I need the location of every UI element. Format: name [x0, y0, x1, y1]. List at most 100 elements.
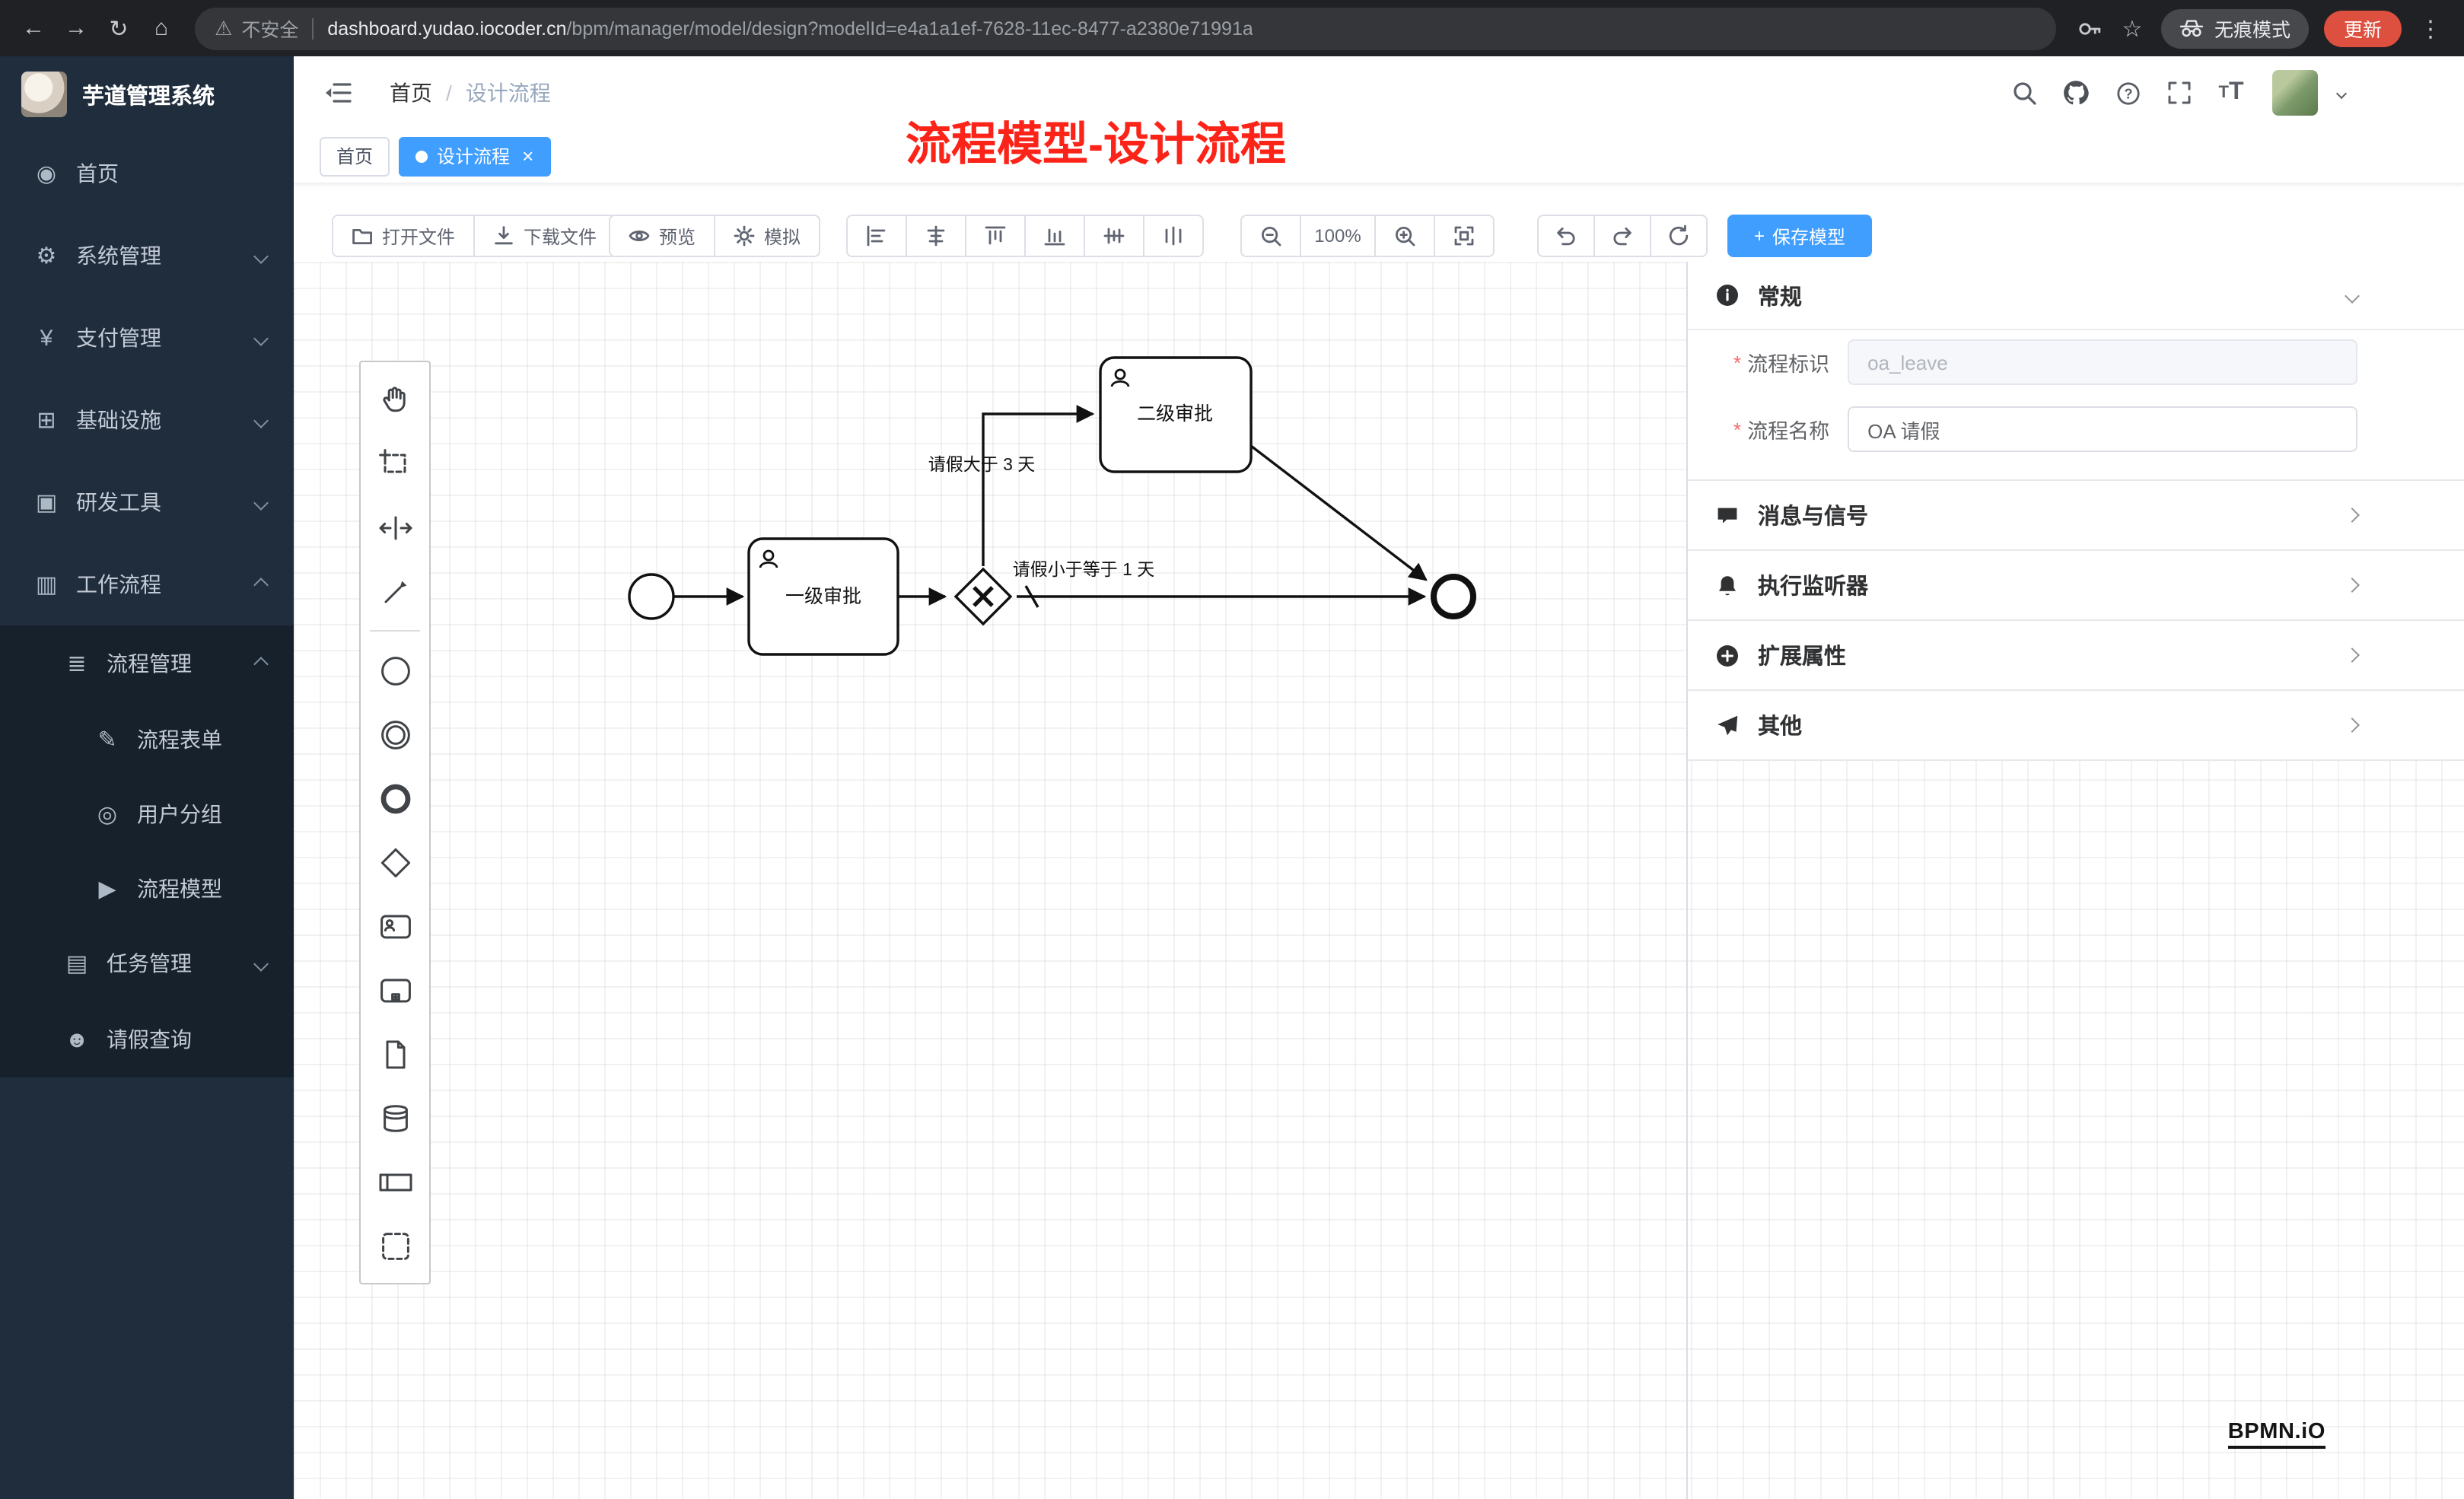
palette-global-connect-tool[interactable] [364, 560, 426, 622]
security-label[interactable]: 不安全 [241, 20, 299, 41]
zoom-fit-button[interactable] [1434, 215, 1495, 257]
open-file-button[interactable]: 打开文件 [332, 215, 476, 257]
open-file-label: 打开文件 [382, 226, 456, 247]
extension-attributes-section-header[interactable]: 扩展属性 [1688, 621, 2464, 689]
fullscreen-icon[interactable] [2157, 70, 2202, 116]
browser-back-icon[interactable]: ← [22, 15, 45, 41]
undo-button[interactable] [1537, 215, 1595, 257]
send-icon: ▶ [98, 876, 116, 902]
sidebar-item-system-management[interactable]: ⚙ 系统管理 [0, 215, 294, 297]
save-model-button[interactable]: + 保存模型 [1727, 215, 1872, 257]
help-icon[interactable]: ? [2105, 70, 2150, 116]
sidebar-item-dev-tools[interactable]: ▣ 研发工具 [0, 461, 294, 543]
general-section-header[interactable]: 常规 [1688, 262, 2464, 330]
sidebar-item-infrastructure[interactable]: ⊞ 基础设施 [0, 379, 294, 461]
browser-menu-dots-icon[interactable]: ⋮ [2419, 16, 2442, 42]
message-signal-section-header[interactable]: 消息与信号 [1688, 481, 2464, 549]
tab-home[interactable]: 首页 [320, 136, 390, 176]
download-icon [495, 226, 513, 245]
sidebar-item-label: 支付管理 [76, 326, 161, 350]
align-middle-button[interactable] [1084, 215, 1144, 257]
other-section-header[interactable]: 其他 [1688, 691, 2464, 759]
task-level1-node[interactable] [747, 537, 899, 656]
zoom-out-button[interactable] [1240, 215, 1301, 257]
password-key-icon[interactable] [2068, 7, 2111, 49]
sidebar-collapse-icon[interactable] [320, 75, 356, 111]
sidebar-item-process-model[interactable]: ▶ 流程模型 [0, 851, 294, 925]
user-task-icon [380, 914, 410, 938]
redo-button[interactable] [1593, 215, 1651, 257]
palette-hand-tool[interactable] [364, 368, 426, 431]
sidebar-item-task-management[interactable]: ▤ 任务管理 [0, 925, 294, 1001]
list-icon: ≣ [67, 651, 87, 677]
browser-home-icon[interactable]: ⌂ [154, 15, 169, 41]
tab-label: 首页 [336, 146, 374, 167]
browser-update-button[interactable]: 更新 [2323, 10, 2402, 46]
palette-data-object[interactable] [364, 1023, 426, 1085]
zoom-level-value: 100% [1314, 225, 1361, 247]
palette-end-event[interactable] [364, 767, 426, 829]
zoom-level-display[interactable]: 100% [1300, 215, 1376, 257]
palette-lasso-tool[interactable] [364, 432, 426, 495]
palette-subprocess[interactable] [364, 959, 426, 1021]
user-avatar[interactable] [2272, 70, 2318, 116]
palette-space-tool[interactable] [364, 496, 426, 559]
flow-gateway-to-task2[interactable] [982, 405, 1095, 566]
workflow-submenu: ≣ 流程管理 ✎ 流程表单 ◎ 用户分组 ▶ 流程模型 ▤ 任务管理 [0, 625, 294, 1077]
tab-close-icon[interactable]: × [522, 145, 534, 167]
align-center-button[interactable] [906, 215, 966, 257]
task-level2-node[interactable] [1099, 356, 1253, 473]
bpmn-io-watermark[interactable]: BPMN.iO [2227, 1420, 2326, 1449]
sidebar-item-process-management[interactable]: ≣ 流程管理 [0, 625, 294, 702]
end-event-node[interactable] [1431, 574, 1476, 619]
sidebar-item-home[interactable]: ◉ 首页 [0, 132, 294, 215]
flow-task2-to-end[interactable] [1250, 444, 1428, 581]
zoom-in-button[interactable] [1374, 215, 1435, 257]
search-icon[interactable] [2001, 70, 2047, 116]
download-file-button[interactable]: 下载文件 [473, 215, 617, 257]
github-icon[interactable] [2053, 70, 2099, 116]
gateway-x-mark [973, 586, 994, 607]
align-top-button[interactable] [965, 215, 1026, 257]
process-key-row: * 流程标识 [1715, 339, 2357, 385]
palette-start-event[interactable] [364, 639, 426, 702]
end-event-icon [380, 783, 410, 813]
breadcrumb-home[interactable]: 首页 [390, 81, 432, 105]
preview-button[interactable]: 预览 [609, 215, 716, 257]
address-bar[interactable]: ⚠ 不安全 dashboard.yudao.iocoder.cn/bpm/man… [195, 7, 2056, 49]
tab-design-process[interactable]: 设计流程 × [399, 136, 551, 176]
browser-forward-icon[interactable]: → [65, 15, 88, 41]
lasso-tool-icon [378, 448, 406, 473]
app-logo [21, 72, 67, 117]
simulate-button[interactable]: 模拟 [714, 215, 821, 257]
sidebar-item-user-group[interactable]: ◎ 用户分组 [0, 776, 294, 851]
view-button-group: 预览 模拟 [609, 215, 821, 257]
align-bottom-button[interactable] [1024, 215, 1085, 257]
palette-gateway[interactable] [364, 831, 426, 893]
distribute-button[interactable] [1143, 215, 1204, 257]
sidebar-item-workflow[interactable]: ▥ 工作流程 [0, 543, 294, 625]
bookmark-star-icon[interactable]: ☆ [2122, 16, 2143, 42]
sidebar-item-leave-query[interactable]: ☻ 请假查询 [0, 1001, 294, 1077]
start-event-node[interactable] [628, 573, 675, 620]
user-icon: ☻ [65, 1026, 89, 1052]
palette-data-store[interactable] [364, 1087, 426, 1149]
align-center-icon [927, 225, 945, 247]
palette-intermediate-event[interactable] [364, 703, 426, 765]
align-left-button[interactable] [846, 215, 907, 257]
process-name-input[interactable] [1848, 406, 2357, 452]
sidebar-item-process-form[interactable]: ✎ 流程表单 [0, 702, 294, 776]
palette-participant[interactable] [364, 1151, 426, 1213]
palette-user-task[interactable] [364, 895, 426, 957]
browser-reload-icon[interactable]: ↻ [109, 16, 129, 42]
avatar-caret-icon[interactable] [2335, 87, 2348, 99]
form-icon: ✎ [97, 727, 117, 753]
palette-group[interactable] [364, 1214, 426, 1277]
execution-listener-section-header[interactable]: 执行监听器 [1688, 551, 2464, 619]
sidebar-item-payment-management[interactable]: ¥ 支付管理 [0, 297, 294, 379]
section-title: 扩展属性 [1758, 645, 1846, 670]
breadcrumb-separator: / [446, 81, 452, 105]
reset-button[interactable] [1650, 215, 1708, 257]
